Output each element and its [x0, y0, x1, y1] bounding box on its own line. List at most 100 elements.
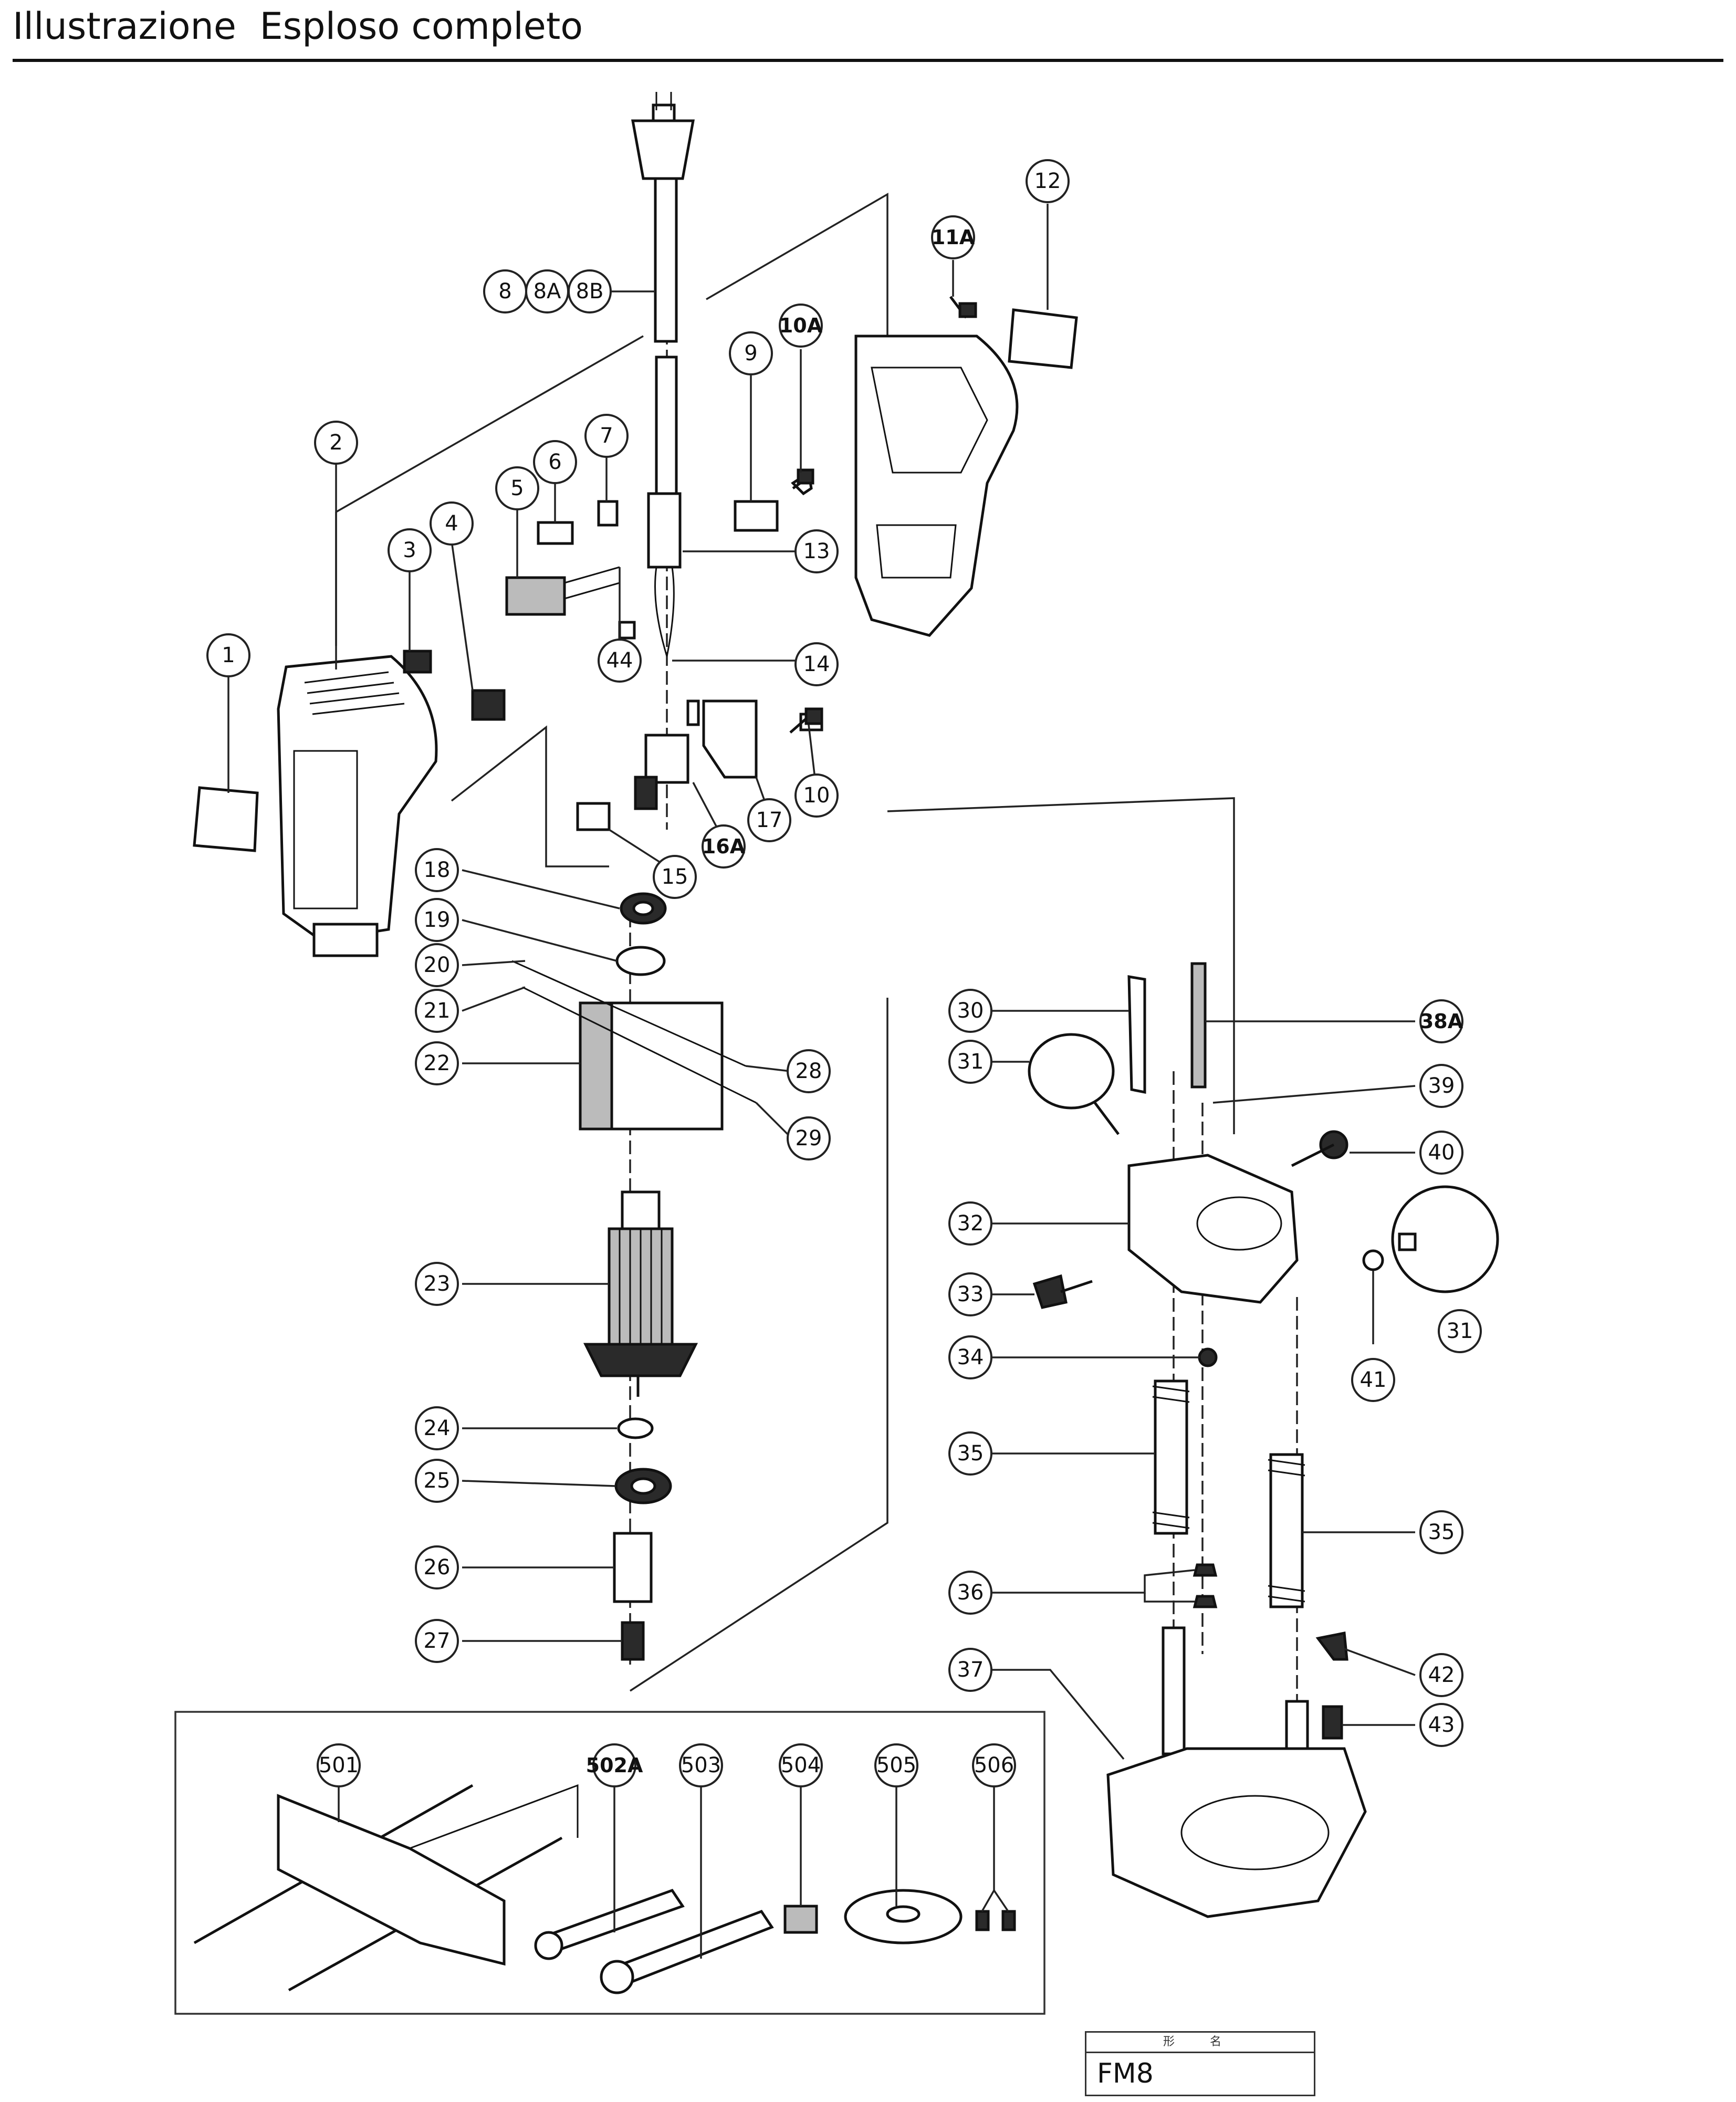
callout-10A: 10A — [779, 304, 823, 348]
callout-23: 23 — [415, 1262, 459, 1306]
svg-text:42: 42 — [1428, 1663, 1455, 1687]
accessories-box — [174, 1711, 1045, 2015]
callout-6: 6 — [533, 440, 577, 484]
callout-27: 27 — [415, 1619, 459, 1663]
callout-8A: 8A — [525, 269, 569, 313]
svg-text:504: 504 — [781, 1753, 821, 1777]
svg-text:32: 32 — [957, 1211, 984, 1236]
svg-text:19: 19 — [424, 908, 451, 932]
callout-31-left: 31 — [948, 1040, 992, 1084]
motor-housing-right-half — [854, 334, 1019, 637]
callout-43: 43 — [1419, 1703, 1463, 1747]
svg-text:11A: 11A — [932, 226, 975, 249]
callout-16A: 16A — [702, 824, 746, 869]
motor-housing-left-half — [277, 655, 438, 957]
callout-505: 505 — [874, 1743, 918, 1787]
callout-33: 33 — [948, 1272, 992, 1316]
svg-text:37: 37 — [957, 1658, 984, 1682]
callout-5: 5 — [495, 466, 539, 510]
svg-text:28: 28 — [796, 1059, 822, 1083]
svg-text:35: 35 — [957, 1441, 984, 1466]
svg-text:13: 13 — [803, 539, 830, 563]
assembly-guide-lines — [335, 192, 1298, 1743]
svg-text:40: 40 — [1428, 1141, 1455, 1165]
callout-leader-lines — [227, 204, 1416, 1959]
svg-text:503: 503 — [681, 1753, 721, 1777]
svg-text:41: 41 — [1360, 1368, 1387, 1392]
callout-11A: 11A — [931, 215, 975, 259]
callout-21: 21 — [415, 989, 459, 1033]
motor-stator-armature — [511, 892, 757, 1661]
callout-32: 32 — [948, 1201, 992, 1246]
callout-506: 506 — [972, 1743, 1016, 1787]
callout-35-left: 35 — [948, 1431, 992, 1476]
callout-7: 7 — [584, 414, 629, 458]
callout-34: 34 — [948, 1335, 992, 1379]
svg-text:29: 29 — [796, 1126, 822, 1151]
callout-1: 1 — [206, 633, 250, 677]
callout-13: 13 — [794, 529, 839, 573]
callout-39: 39 — [1419, 1064, 1463, 1108]
model-header: 形 名 — [1086, 2033, 1314, 2053]
callout-26: 26 — [415, 1545, 459, 1589]
callout-28: 28 — [787, 1049, 831, 1093]
small-electrical-parts — [403, 470, 823, 831]
svg-text:44: 44 — [606, 649, 633, 673]
callout-4: 4 — [430, 501, 474, 546]
callout-3: 3 — [388, 528, 432, 572]
callout-2: 2 — [314, 421, 358, 465]
plunge-base-assembly — [1028, 962, 1499, 1918]
callout-15: 15 — [653, 855, 697, 899]
svg-text:12: 12 — [1034, 169, 1061, 193]
callout-8B: 8B — [568, 269, 612, 313]
callout-10: 10 — [794, 773, 839, 818]
callout-40: 40 — [1419, 1131, 1463, 1175]
callout-8: 8 — [483, 269, 527, 313]
callout-502A: 502A — [586, 1743, 643, 1787]
callout-38A: 38A — [1419, 999, 1463, 1043]
model-value: FM8 — [1097, 2058, 1154, 2089]
callout-30: 30 — [948, 989, 992, 1033]
callout-31-right: 31 — [1438, 1309, 1482, 1353]
svg-text:21: 21 — [424, 999, 451, 1023]
svg-text:38A: 38A — [1420, 1010, 1463, 1033]
svg-text:10: 10 — [803, 783, 830, 808]
callout-37: 37 — [948, 1648, 992, 1692]
callout-20: 20 — [415, 943, 459, 987]
svg-text:502A: 502A — [586, 1754, 643, 1777]
svg-text:24: 24 — [424, 1416, 451, 1440]
svg-text:39: 39 — [1428, 1074, 1455, 1098]
svg-text:8: 8 — [498, 279, 511, 304]
svg-text:43: 43 — [1428, 1713, 1455, 1737]
callout-44: 44 — [598, 639, 642, 683]
callout-41: 41 — [1351, 1358, 1395, 1402]
svg-text:22: 22 — [424, 1051, 451, 1075]
svg-text:34: 34 — [957, 1345, 984, 1369]
svg-text:1: 1 — [222, 643, 235, 667]
svg-text:506: 506 — [974, 1753, 1014, 1777]
svg-text:36: 36 — [957, 1581, 984, 1605]
svg-text:14: 14 — [803, 652, 830, 676]
svg-text:505: 505 — [876, 1753, 916, 1777]
callout-504: 504 — [779, 1743, 823, 1787]
svg-text:7: 7 — [600, 424, 613, 448]
callout-12: 12 — [1026, 159, 1070, 203]
labels-plates — [193, 308, 1078, 852]
callout-22: 22 — [415, 1041, 459, 1085]
svg-text:501: 501 — [319, 1753, 359, 1777]
callout-501: 501 — [317, 1743, 361, 1787]
callout-19: 19 — [415, 898, 459, 942]
svg-text:4: 4 — [445, 511, 458, 536]
callout-17: 17 — [747, 798, 791, 842]
svg-text:8B: 8B — [576, 279, 604, 304]
callout-14: 14 — [794, 642, 839, 686]
svg-text:3: 3 — [403, 538, 416, 562]
callout-18: 18 — [415, 848, 459, 892]
callout-503: 503 — [679, 1743, 723, 1787]
svg-text:17: 17 — [756, 808, 783, 832]
svg-text:18: 18 — [424, 858, 451, 882]
callout-24: 24 — [415, 1406, 459, 1450]
callout-35-right: 35 — [1419, 1510, 1463, 1554]
svg-text:23: 23 — [424, 1272, 451, 1296]
